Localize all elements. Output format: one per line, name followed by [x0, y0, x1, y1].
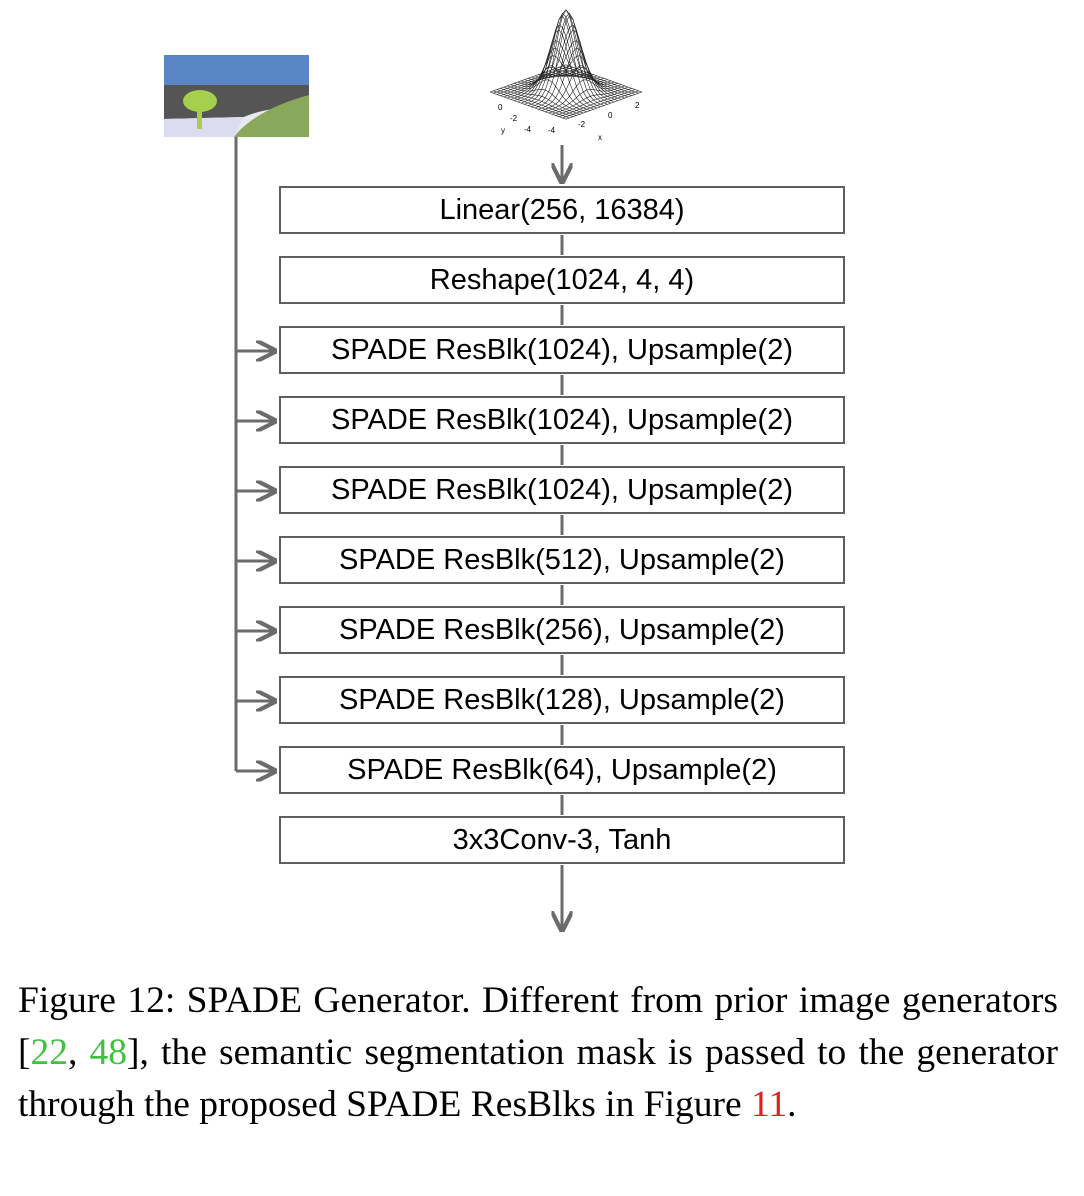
plot-axis-label: y [501, 126, 505, 135]
segmentation-mask-image [164, 55, 309, 137]
gaussian-noise-plot: 0 -2 -4 y -4 -2 0 2 x [489, 9, 643, 142]
spade-resblk-64-block: SPADE ResBlk(64), Upsample(2) [279, 746, 845, 794]
citation-link[interactable]: 22 [30, 1032, 69, 1073]
mesh-line [503, 86, 580, 115]
mesh-line [527, 9, 605, 106]
mesh-line [555, 88, 632, 116]
plot-tick: -4 [524, 125, 532, 134]
plot-tick: 0 [608, 111, 613, 120]
mesh-line [493, 90, 570, 119]
plot-tick: -4 [548, 126, 556, 135]
citation-link[interactable]: 48 [89, 1032, 128, 1073]
mesh-line [496, 89, 573, 117]
spade-resblk-1024-block: SPADE ResBlk(1024), Upsample(2) [279, 466, 845, 514]
mesh-line [514, 65, 591, 111]
mesh-line [538, 47, 615, 110]
caption-tail: . [787, 1084, 797, 1125]
mesh-line [517, 47, 594, 110]
spade-resblk-1024-block: SPADE ResBlk(1024), Upsample(2) [279, 396, 845, 444]
figure-reference-link[interactable]: 11 [751, 1084, 788, 1125]
mesh-line [534, 29, 611, 109]
mesh-line [521, 29, 598, 109]
connector-lines [234, 137, 1084, 960]
caption-separator: , [68, 1032, 90, 1073]
plot-tick: 2 [635, 101, 640, 110]
caption-middle: ], the semantic segmentation mask is pas… [18, 1032, 1058, 1125]
spade-resblk-128-block: SPADE ResBlk(128), Upsample(2) [279, 676, 845, 724]
spade-resblk-512-block: SPADE ResBlk(512), Upsample(2) [279, 536, 845, 584]
reshape-block: Reshape(1024, 4, 4) [279, 256, 845, 304]
spade-resblk-1024-block: SPADE ResBlk(1024), Upsample(2) [279, 326, 845, 374]
mesh-line [510, 79, 587, 113]
mesh-line [552, 86, 629, 115]
spade-resblk-256-block: SPADE ResBlk(256), Upsample(2) [279, 606, 845, 654]
plot-tick: 0 [498, 103, 503, 112]
figure-caption: Figure 12: SPADE Generator. Different fr… [18, 975, 1058, 1131]
mesh-line [548, 85, 625, 114]
plot-axis-label: x [598, 133, 602, 142]
mesh-line [541, 65, 618, 111]
linear-block: Linear(256, 16384) [279, 186, 845, 234]
mesh-line [500, 88, 577, 116]
plot-tick: -2 [578, 120, 586, 129]
caption-lead: Figure 12: SPADE Generator. Different fr… [18, 980, 1058, 1073]
mesh-line [562, 90, 639, 119]
mesh-line [559, 89, 636, 117]
plot-tick: -2 [510, 114, 518, 123]
mesh-line [489, 91, 567, 120]
mesh-line [565, 91, 643, 120]
mesh-line [545, 79, 622, 113]
conv-tanh-block: 3x3Conv-3, Tanh [279, 816, 845, 864]
mesh-line [507, 85, 584, 114]
